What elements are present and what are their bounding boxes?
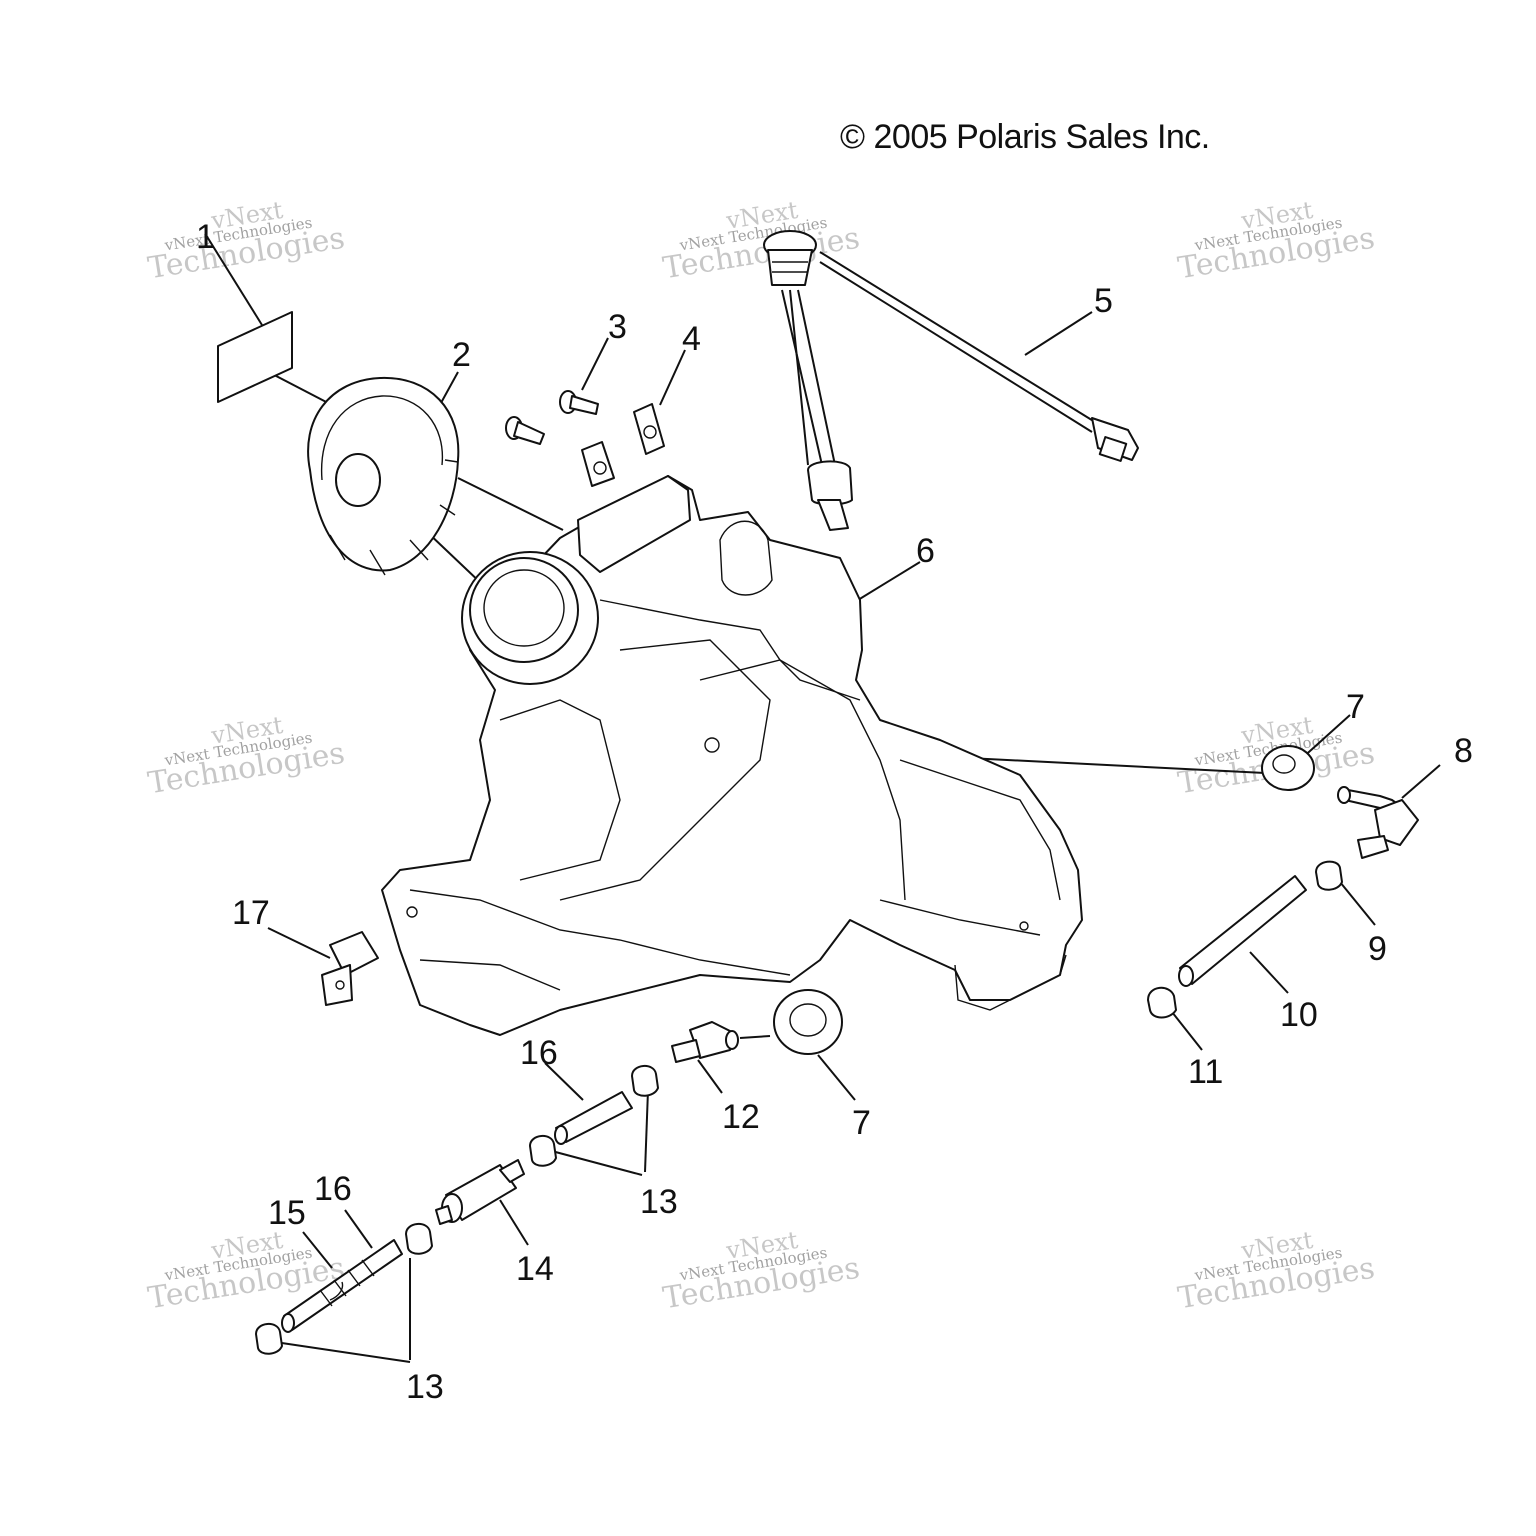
clip-nut-part — [581, 403, 665, 487]
fuel-hose-part — [281, 1091, 633, 1333]
copyright-notice: © 2005 Polaris Sales Inc. — [840, 118, 1210, 156]
elbow-fitting-part — [1337, 786, 1419, 859]
callout-17: 17 — [232, 894, 270, 932]
fuel-tank-part — [381, 475, 1083, 1036]
fuel-filter-part — [435, 1159, 525, 1225]
callout-13-upper: 13 — [640, 1183, 678, 1221]
callout-13-lower: 13 — [406, 1368, 444, 1406]
callout-5: 5 — [1094, 282, 1113, 320]
callout-4: 4 — [682, 320, 701, 358]
callout-8: 8 — [1454, 732, 1473, 770]
callout-7-grommet: 7 — [1346, 688, 1365, 726]
callout-9: 9 — [1368, 930, 1387, 968]
fuel-fitting-part — [671, 1021, 739, 1063]
clip-part — [321, 931, 379, 1006]
callout-15: 15 — [268, 1194, 306, 1232]
grommet-part — [773, 745, 1315, 1055]
callout-2: 2 — [452, 336, 471, 374]
callout-11: 11 — [1188, 1053, 1224, 1091]
callout-12: 12 — [722, 1098, 760, 1136]
callout-1: 1 — [196, 218, 215, 256]
callout-16-lower: 16 — [314, 1170, 352, 1208]
fuel-cap-part — [307, 376, 460, 576]
callout-7-grommet-lower: 7 — [852, 1104, 871, 1142]
decal-part — [217, 311, 293, 403]
callout-16-upper: 16 — [520, 1034, 558, 1072]
callout-10: 10 — [1280, 996, 1318, 1034]
hose-clamp-part — [255, 860, 1343, 1355]
hose-part — [1178, 875, 1307, 987]
callout-6: 6 — [916, 532, 935, 570]
fuel-sender-part — [763, 230, 1139, 531]
leader-lines — [205, 234, 1441, 1363]
callout-14: 14 — [516, 1250, 554, 1288]
callout-3: 3 — [608, 308, 627, 346]
screw-part — [505, 390, 599, 445]
